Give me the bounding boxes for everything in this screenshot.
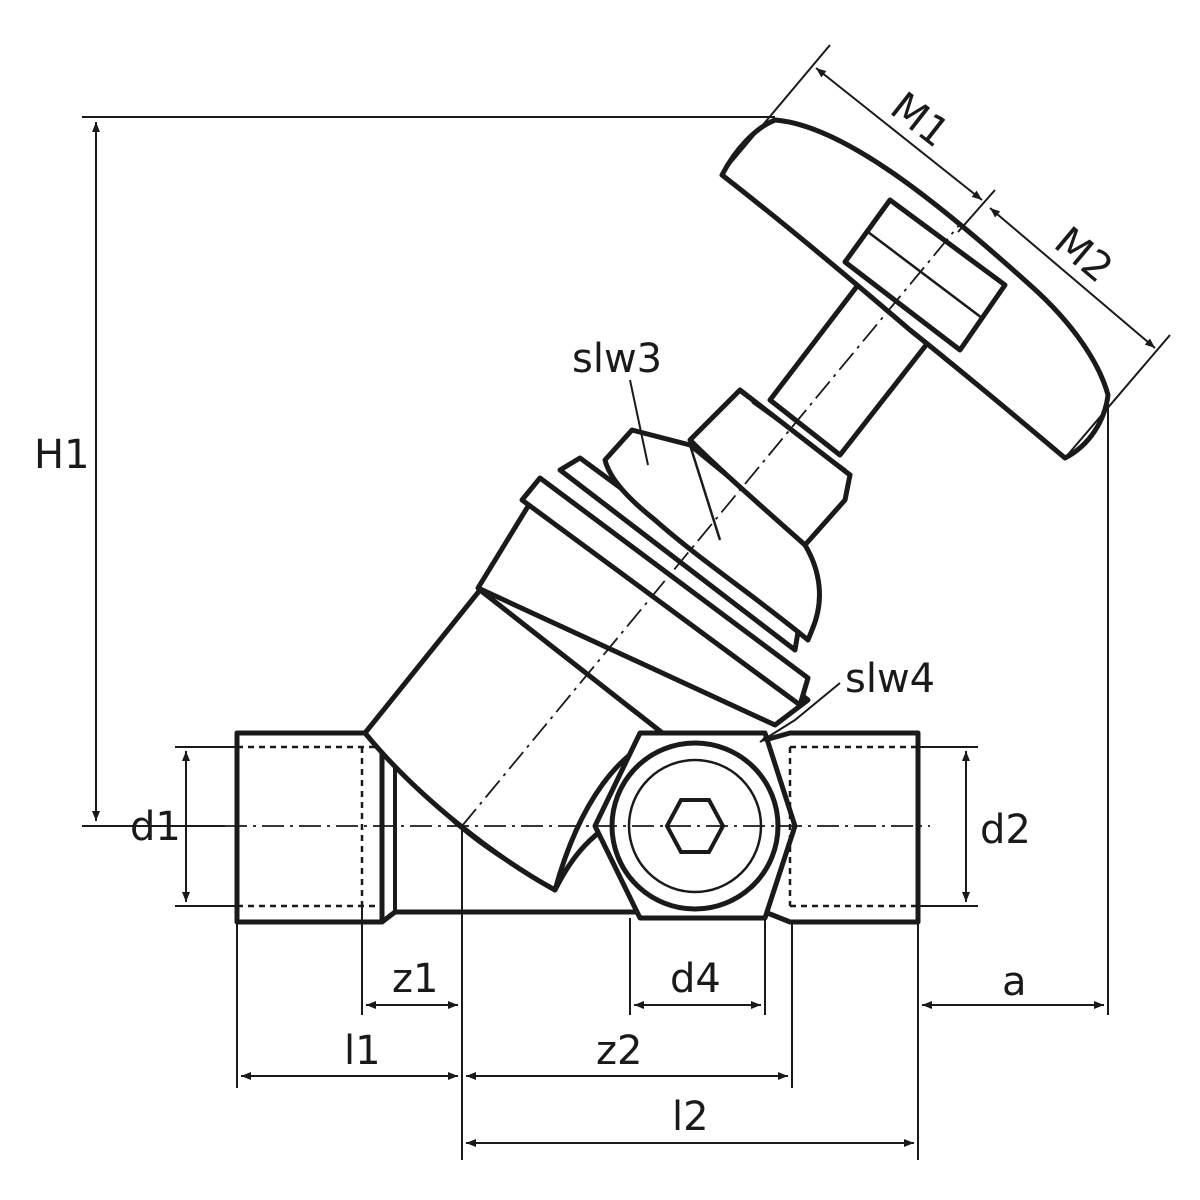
label-slw3: slw3 [572,336,662,382]
label-d1: d1 [130,804,181,850]
label-l2: l2 [672,1094,709,1140]
union-collar [519,475,811,708]
label-h1: H1 [34,432,90,478]
valve-body [234,730,921,925]
leader-slw4 [759,682,841,743]
gland-edge-2 [751,400,847,472]
left-socket [234,730,385,925]
nut-facet [688,444,722,541]
dimension-lines [92,67,1156,1147]
label-m2: M2 [1046,218,1122,292]
label-m1: M1 [882,84,958,157]
center-lines [225,223,961,827]
packing-gland [687,387,853,548]
label-slw4: slw4 [845,656,935,702]
bonnet-assembly [362,387,853,893]
leader-slw3 [629,379,649,466]
extension-lines [82,44,1171,1160]
label-l1: l1 [344,1028,381,1074]
label-d2: d2 [980,807,1031,853]
drain-plug [592,730,798,921]
dim-m2 [989,207,1156,349]
hub-groove [867,231,983,319]
label-d4: d4 [670,956,721,1002]
label-z2: z2 [596,1028,642,1074]
dim-m1 [815,67,983,201]
union-ring [475,487,811,728]
label-z1: z1 [392,956,438,1002]
label-a: a [1002,959,1027,1005]
stem-axis [461,223,961,827]
